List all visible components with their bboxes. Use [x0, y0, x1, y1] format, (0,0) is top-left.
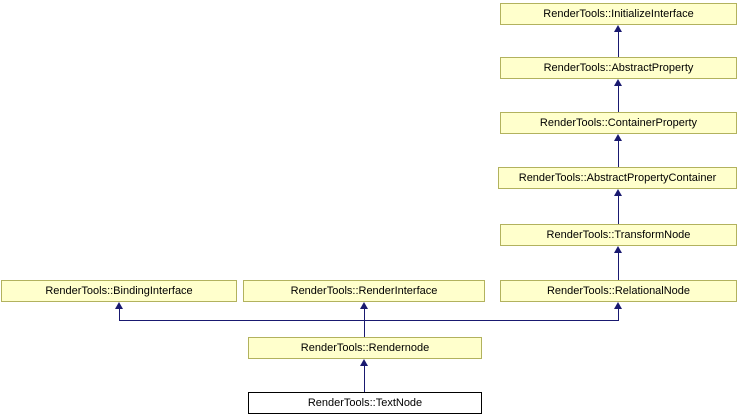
class-node-render-interface[interactable]: RenderTools::RenderInterface [243, 280, 485, 302]
edge-abstract-property-container-line [618, 140, 619, 167]
edge-abstract-property-line [618, 31, 619, 57]
class-node-container-property[interactable]: RenderTools::ContainerProperty [500, 112, 737, 134]
edge-transform-node-line [618, 195, 619, 224]
edge-container-property-line [618, 85, 619, 112]
edge-rendernode-to-render-interface-arrowhead-icon [360, 302, 368, 309]
class-node-binding-interface[interactable]: RenderTools::BindingInterface [1, 280, 237, 302]
edge-rendernode-to-relational-line [618, 308, 619, 321]
edge-text-node-line [364, 365, 365, 392]
edge-rendernode-to-binding-line [119, 308, 120, 320]
edge-rendernode-to-relational-arrowhead-icon [614, 302, 622, 309]
edge-text-node-arrowhead-icon [360, 359, 368, 366]
class-node-relational-node[interactable]: RenderTools::RelationalNode [500, 280, 737, 302]
edge-rendernode-connector-line [119, 320, 619, 321]
class-node-rendernode[interactable]: RenderTools::Rendernode [248, 337, 482, 359]
edge-rendernode-to-binding-arrowhead-icon [115, 302, 123, 309]
edge-abstract-property-arrowhead-icon [614, 25, 622, 32]
edge-relational-node-line [618, 252, 619, 280]
edge-abstract-property-container-arrowhead-icon [614, 134, 622, 141]
class-node-transform-node[interactable]: RenderTools::TransformNode [500, 224, 737, 246]
class-node-abstract-property[interactable]: RenderTools::AbstractProperty [500, 57, 737, 79]
class-node-text-node-current: RenderTools::TextNode [248, 392, 482, 414]
edge-container-property-arrowhead-icon [614, 79, 622, 86]
edge-relational-node-arrowhead-icon [614, 246, 622, 253]
class-node-abstract-property-container[interactable]: RenderTools::AbstractPropertyContainer [498, 167, 737, 189]
edge-rendernode-to-render-interface-line [364, 308, 365, 337]
class-node-initialize-interface[interactable]: RenderTools::InitializeInterface [500, 3, 737, 25]
edge-transform-node-arrowhead-icon [614, 189, 622, 196]
